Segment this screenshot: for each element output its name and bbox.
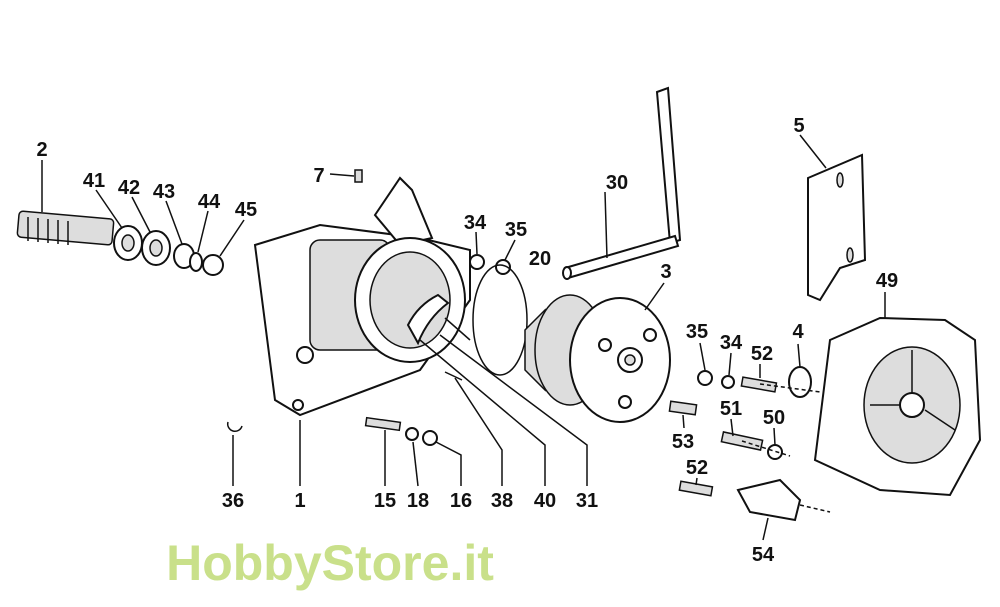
part-pin xyxy=(354,169,363,183)
label-part: 15 xyxy=(374,490,396,512)
part-lever xyxy=(562,86,682,280)
label-part: 49 xyxy=(876,270,898,292)
part-fasteners-right xyxy=(668,370,831,522)
label-part: 18 xyxy=(407,490,429,512)
label-part: 4 xyxy=(792,321,804,343)
label-part: 53 xyxy=(672,431,694,453)
part-bearing xyxy=(788,366,812,398)
label-part: 35 xyxy=(686,321,708,343)
label-part: 54 xyxy=(752,544,775,566)
label-part: 16 xyxy=(450,490,472,512)
part-labels: 2 41 42 43 44 45 7 34 35 20 30 3 5 49 35… xyxy=(36,115,898,566)
label-part: 30 xyxy=(606,172,628,194)
label-part: 44 xyxy=(198,191,221,213)
part-nut xyxy=(495,259,511,275)
label-part: 31 xyxy=(576,490,598,512)
label-part: 52 xyxy=(751,343,773,365)
label-part: 34 xyxy=(464,212,487,234)
label-part: 3 xyxy=(660,261,671,283)
label-part: 43 xyxy=(153,181,175,203)
label-part: 1 xyxy=(294,490,305,512)
leader-lines xyxy=(41,134,886,541)
label-part: 52 xyxy=(686,457,708,479)
label-part: 36 xyxy=(222,490,244,512)
label-part: 40 xyxy=(534,490,556,512)
label-part: 5 xyxy=(793,115,804,137)
part-plate xyxy=(807,153,867,302)
label-part: 7 xyxy=(313,165,324,187)
part-fasteners-bottom xyxy=(226,317,471,446)
label-part: 45 xyxy=(235,199,257,221)
label-part: 50 xyxy=(763,407,785,429)
part-washer xyxy=(469,254,485,270)
part-housing xyxy=(253,176,471,417)
label-part: 42 xyxy=(118,177,140,199)
label-part: 34 xyxy=(720,332,743,354)
label-part: 41 xyxy=(83,170,105,192)
label-part: 38 xyxy=(491,490,513,512)
label-part: 2 xyxy=(36,139,47,161)
watermark-logo: HobbyStore.it xyxy=(166,535,494,591)
part-o-ring xyxy=(472,264,528,376)
part-bearings xyxy=(113,225,224,276)
part-clutch-hub xyxy=(524,294,671,423)
label-part: 20 xyxy=(529,248,551,270)
part-gear-cover xyxy=(813,316,982,497)
part-splined-shaft xyxy=(16,210,115,246)
label-part: 35 xyxy=(505,219,527,241)
label-part: 51 xyxy=(720,398,742,420)
